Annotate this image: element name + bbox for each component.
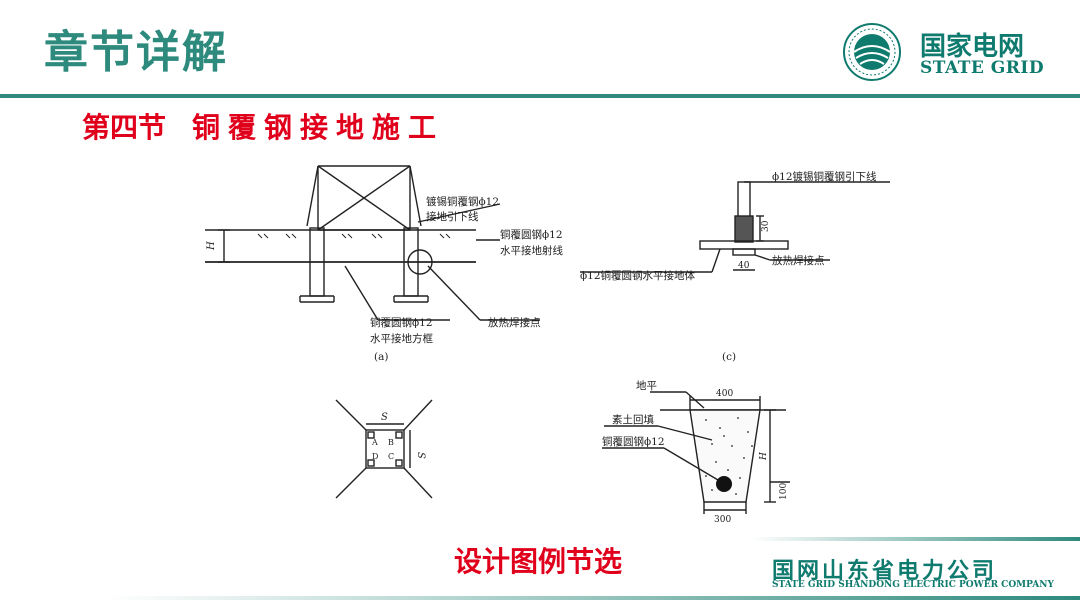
drawing-d-dim-top: 400 bbox=[716, 389, 733, 399]
footer-accent-band bbox=[750, 537, 1080, 541]
drawing-a-callout-2-line1: 铜覆圆钢ϕ12 bbox=[500, 228, 563, 241]
drawing-a-callout-1-line1: 镀锡铜覆钢ϕ12 bbox=[426, 195, 499, 208]
footer-company-en: STATE GRID SHANDONG ELECTRIC POWER COMPA… bbox=[772, 580, 1054, 590]
drawing-b-corner-c: C bbox=[388, 452, 394, 461]
drawing-c-callout-3: ϕ12铜覆圆钢水平接地体 bbox=[580, 269, 696, 282]
drawing-c-weld bbox=[580, 181, 890, 273]
drawing-d-label-rod: 铜覆圆钢ϕ12 bbox=[602, 435, 665, 448]
drawing-a-label: (a) bbox=[374, 351, 388, 363]
logo-text-cn: 国家电网 bbox=[920, 32, 1025, 62]
drawing-b-corner-a: A bbox=[371, 438, 378, 447]
drawing-a-tower bbox=[205, 165, 540, 321]
drawing-b-corner-b: B bbox=[388, 438, 394, 447]
drawing-d-trench bbox=[602, 391, 790, 514]
drawing-d-dim-bottom: 300 bbox=[714, 515, 731, 525]
section-topic: 铜覆钢接地施工 bbox=[192, 111, 445, 144]
drawing-a-callout-4-line1: 铜覆圆钢ϕ12 bbox=[370, 316, 433, 329]
state-grid-globe-icon bbox=[843, 23, 901, 81]
drawing-c-label: (c) bbox=[722, 351, 736, 363]
figure-caption: 设计图例节选 bbox=[454, 545, 623, 578]
drawing-d-dim-h: H bbox=[759, 452, 769, 461]
section-heading: 第四节铜覆钢接地施工 bbox=[82, 106, 444, 146]
drawing-a-ground-hatching bbox=[257, 233, 451, 239]
drawing-a-callout-3: 放热焊接点 bbox=[488, 316, 541, 329]
drawing-c-dim-30: 30 bbox=[761, 220, 771, 232]
header-divider bbox=[0, 94, 1080, 98]
drawing-b-plan bbox=[335, 399, 433, 499]
drawing-d-backfill-texture bbox=[705, 417, 753, 495]
page-title: 章节详解 bbox=[44, 27, 228, 78]
logo-text-en: STATE GRID bbox=[920, 58, 1045, 78]
drawing-b-dim-s-top: S bbox=[381, 412, 388, 423]
drawing-c-dim-40: 40 bbox=[738, 261, 750, 271]
drawing-a-dim-h: H bbox=[206, 241, 217, 251]
design-drawings: H 镀锡铜覆钢ϕ12 接地引下线 铜覆圆钢ϕ12 水平接地射线 放热焊接点 铜覆… bbox=[205, 165, 890, 525]
drawing-d-label-backfill: 素土回填 bbox=[612, 413, 654, 426]
drawing-a-callout-1-line2: 接地引下线 bbox=[426, 210, 479, 223]
drawing-b-corner-d: D bbox=[372, 452, 378, 461]
drawing-c-callout-2: 放热焊接点 bbox=[772, 254, 825, 267]
drawing-c-callout-1: ϕ12镀锡铜覆钢引下线 bbox=[772, 170, 877, 183]
drawing-a-callout-4-line2: 水平接地方框 bbox=[370, 332, 433, 345]
section-number: 第四节 bbox=[82, 111, 167, 144]
drawing-d-label-ground: 地平 bbox=[636, 379, 657, 392]
drawing-d-rod-section bbox=[716, 476, 732, 492]
drawing-d-dim-100: 100 bbox=[779, 483, 789, 500]
state-grid-logo: 国家电网 STATE GRID bbox=[842, 22, 1046, 82]
drawing-a-callout-2-line2: 水平接地射线 bbox=[500, 244, 563, 257]
footer-company-cn: 国网山东省电力公司 bbox=[772, 559, 998, 584]
footer-divider bbox=[0, 596, 1080, 600]
drawing-b-dim-s-side: S bbox=[415, 452, 426, 459]
